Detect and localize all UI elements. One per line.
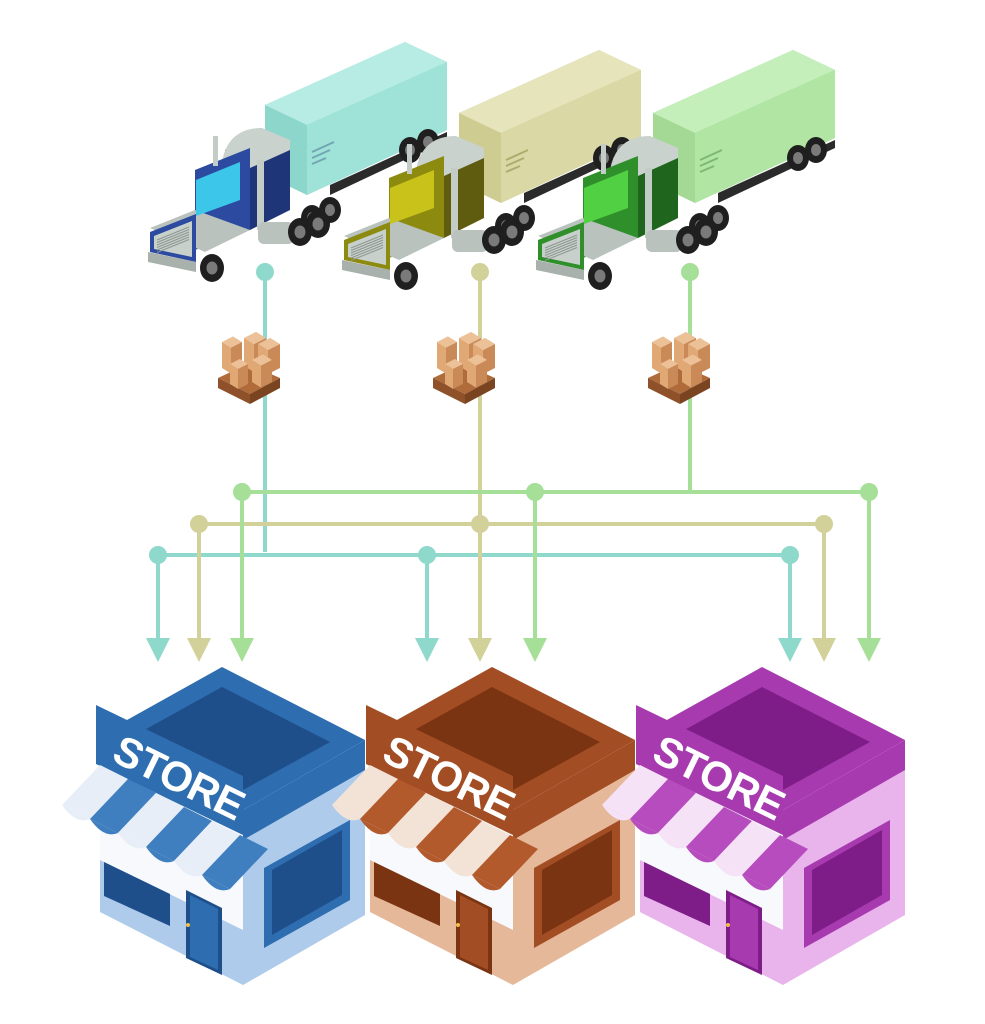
store-2-building-icon: STORE bbox=[332, 667, 635, 985]
store-1-building-icon: STORE bbox=[62, 667, 365, 985]
trucks-group bbox=[148, 42, 835, 290]
green-arrow-store-1 bbox=[230, 638, 254, 662]
connector-lines bbox=[146, 263, 881, 662]
teal-route bbox=[146, 263, 802, 662]
teal-arrow-store-1 bbox=[146, 638, 170, 662]
olive-source-dot bbox=[471, 263, 489, 281]
olive-arrow-store-1 bbox=[187, 638, 211, 662]
teal-source-dot bbox=[256, 263, 274, 281]
store-3-building-icon: STORE bbox=[602, 667, 905, 985]
green-source-dot bbox=[681, 263, 699, 281]
pallet-2-boxes-icon bbox=[433, 331, 495, 404]
olive-route bbox=[187, 263, 836, 662]
teal-arrow-store-3 bbox=[778, 638, 802, 662]
green-arrow-store-2 bbox=[523, 638, 547, 662]
truck-1-truck-icon bbox=[148, 42, 447, 282]
olive-arrow-store-3 bbox=[812, 638, 836, 662]
pallet-3-boxes-icon bbox=[648, 331, 710, 404]
green-arrow-store-3 bbox=[857, 638, 881, 662]
green-route bbox=[230, 263, 881, 662]
teal-arrow-store-2 bbox=[415, 638, 439, 662]
pallets-group bbox=[218, 331, 710, 404]
truck-3-truck-icon bbox=[536, 50, 835, 290]
olive-arrow-store-2 bbox=[468, 638, 492, 662]
pallet-1-boxes-icon bbox=[218, 331, 280, 404]
